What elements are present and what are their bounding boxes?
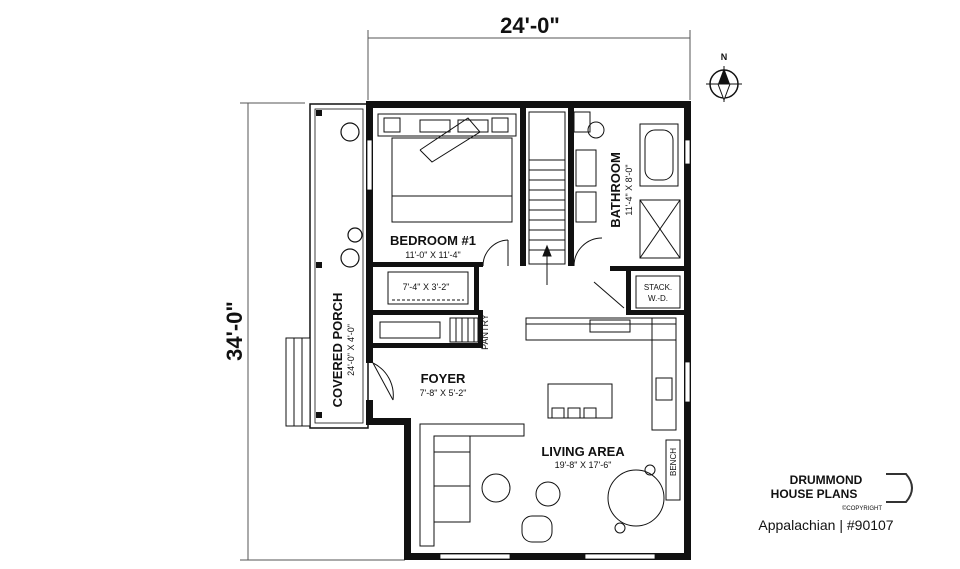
pantry-name: PANTRY [480, 314, 490, 350]
foyer-name: FOYER [421, 371, 466, 386]
plan-name: Appalachian | #90107 [758, 517, 893, 533]
bedroom-furniture [377, 113, 517, 305]
foyer-dims: 7'-8" X 5'-2" [420, 388, 467, 398]
laundry-line1: STACK. [644, 283, 672, 292]
living-name: LIVING AREA [541, 444, 625, 459]
bedroom-name: BEDROOM #1 [390, 233, 476, 248]
kitchen-counters [525, 317, 677, 431]
brand-line2: HOUSE PLANS [771, 487, 858, 501]
living-dims: 19'-8" X 17'-6" [555, 460, 612, 470]
north-compass-icon [706, 66, 742, 102]
pantry-shelves [379, 317, 479, 343]
laundry-closet [593, 275, 681, 309]
width-dimension [367, 30, 691, 100]
staircase [528, 111, 566, 285]
closet-dims: 7'-4" X 3'-2" [403, 282, 450, 292]
brand-copyright: ©COPYRIGHT [842, 505, 882, 512]
living-furniture [419, 423, 681, 547]
covered-porch [309, 103, 369, 429]
interior-walls [373, 108, 690, 348]
bathroom-dims: 11'-4" X 8'-0" [624, 164, 634, 215]
width-dimension-label: 24'-0" [500, 13, 560, 38]
porch-name: COVERED PORCH [330, 293, 345, 408]
porch-dims: 24'-0" X 4'-0" [346, 324, 356, 376]
bedroom-dims: 11'-0" X 11'-4" [405, 250, 461, 260]
exterior-walls [366, 101, 691, 560]
brand-line1: DRUMMOND [790, 473, 863, 487]
bathroom-fixtures [573, 111, 681, 267]
depth-dimension-label: 34'-0" [222, 301, 247, 361]
laundry-line2: W.-D. [648, 294, 668, 303]
north-label: N [721, 52, 728, 62]
drummond-logo [886, 473, 913, 503]
porch-steps [285, 337, 311, 427]
depth-dimension [240, 102, 405, 561]
foyer-door [372, 362, 394, 401]
bench-name: BENCH [669, 448, 678, 476]
windows [366, 139, 691, 560]
bathroom-name: BATHROOM [608, 152, 623, 228]
